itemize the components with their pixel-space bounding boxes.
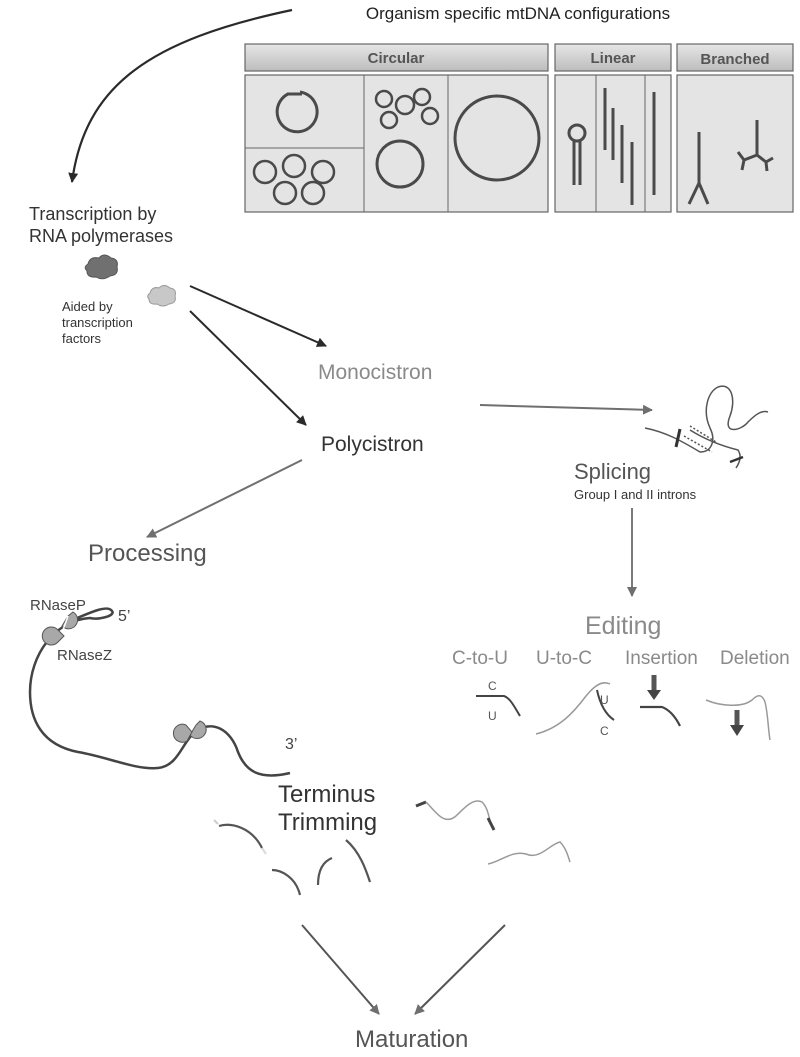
circular-panel: Circular (244, 43, 549, 213)
edit-type-deletion: Deletion (720, 648, 790, 669)
transcription-title-line2: RNA polymerases (29, 226, 173, 246)
rnasep-label: RNaseP (30, 597, 86, 614)
config-to-transcription-arrow (68, 8, 293, 183)
polycistronic-rna-strand (28, 607, 291, 777)
transcription-title-line1: Transcription by (29, 204, 156, 224)
rnase-p-icon (61, 611, 79, 630)
c-to-u-icon: C U (476, 679, 521, 723)
branched-header: Branched (700, 51, 769, 68)
trimming-line1: Terminus (278, 781, 375, 808)
branched-panel: Branched (676, 43, 794, 213)
trimming-line2: Trimming (278, 809, 377, 836)
config-title: Organism specific mtDNA configurations (366, 4, 670, 23)
branched-genome-icon (687, 120, 774, 205)
three-prime-label: 3’ (285, 736, 297, 753)
polycistron-label: Polycistron (321, 433, 424, 456)
linear-panel: Linear (554, 43, 672, 213)
processing-label: Processing (88, 540, 207, 567)
to-polycistron-arrow (189, 310, 307, 426)
edit-type-c-to-u: C-to-U (452, 648, 508, 669)
insertion-icon (640, 675, 681, 727)
rna-polymerase-icon (84, 254, 118, 280)
linear-header: Linear (590, 50, 635, 67)
to-monocistron-arrow (189, 285, 327, 347)
circular-genome-icon (252, 87, 541, 206)
intron-icon (644, 385, 769, 469)
rnase-z-icon (41, 626, 65, 646)
monocistron-label: Monocistron (318, 361, 432, 384)
circular-header: Circular (368, 50, 425, 67)
to-splicing-arrow (479, 404, 653, 415)
trimming-to-maturation-arrow-left (301, 924, 380, 1015)
five-prime-label: 5’ (118, 608, 130, 625)
cleavage-arrow (62, 615, 69, 631)
splicing-sublabel: Group I and II introns (574, 487, 697, 502)
trimming-to-maturation-arrow-right (414, 924, 506, 1015)
maturation-label: Maturation (355, 1026, 468, 1053)
u-to-c-nucleotide-c: C (600, 724, 609, 738)
rnasez-label: RNaseZ (57, 647, 112, 664)
aid-line2: transcription (62, 315, 133, 330)
trimmed-transcripts-left (213, 819, 372, 896)
deletion-icon (705, 695, 771, 741)
rnase-pair-icon (172, 720, 207, 743)
transcription-factor-icon (147, 285, 176, 307)
aid-line3: factors (62, 331, 102, 346)
u-to-c-nucleotide-u: U (600, 693, 609, 707)
aid-line1: Aided by (62, 299, 113, 314)
c-to-u-nucleotide-c: C (488, 679, 497, 693)
linear-genome-icon (567, 88, 656, 205)
u-to-c-icon: U C (535, 682, 615, 738)
edit-type-insertion: Insertion (625, 648, 698, 669)
editing-label: Editing (585, 612, 661, 640)
c-to-u-nucleotide-u: U (488, 709, 497, 723)
splicing-label: Splicing (574, 459, 651, 484)
edit-type-u-to-c: U-to-C (536, 648, 592, 669)
trimmed-transcripts-right (415, 800, 571, 865)
to-processing-arrow (146, 459, 303, 538)
